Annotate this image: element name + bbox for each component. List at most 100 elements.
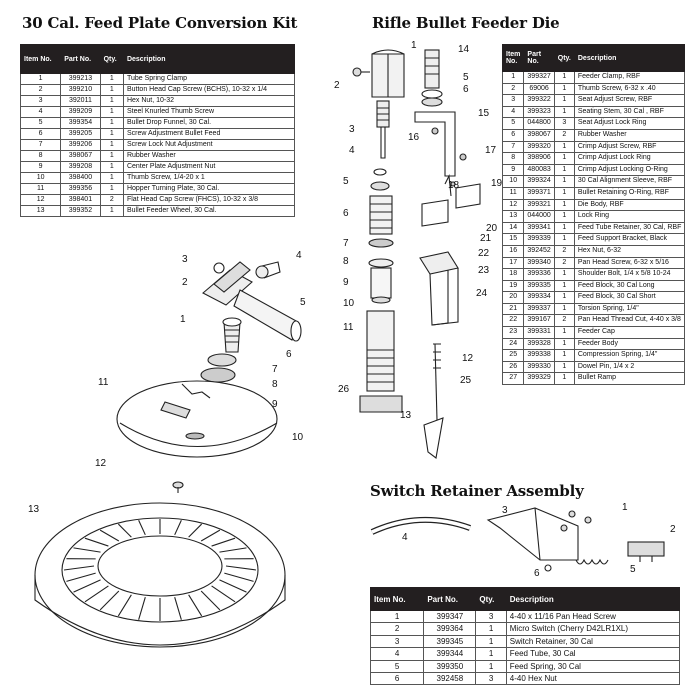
quantity-cell: 1 [475,659,507,674]
item-number-cell: 5 [501,117,525,130]
crimp-adjust-screw-drawing [368,195,394,304]
item-number-cell: 24 [501,337,525,351]
callout-number: 6 [463,84,469,95]
feed-blocks-drawing [421,174,481,227]
quantity-cell: 1 [553,221,575,235]
wheel-slot [73,547,101,553]
callout-number: 2 [334,80,340,91]
feeder-cap-body-drawing [419,251,459,459]
quantity-cell: 1 [553,175,575,188]
column-header: Qty. [553,44,575,72]
callout-number: 13 [28,504,40,515]
item-number-cell: 12 [501,198,525,212]
callout-number: 11 [98,377,109,388]
callout-number: 1 [180,314,186,325]
quantity-cell: 1 [475,634,507,649]
quantity-cell: 3 [475,672,507,686]
wheel-slot [84,537,109,547]
feeder-wheel-slots [63,519,257,621]
quantity-cell: 1 [553,94,575,107]
callout-number: 9 [272,399,278,410]
callout-number: 3 [502,505,508,516]
callout-number: 14 [458,44,470,55]
column-header: Part No. [523,44,555,72]
seat-adjust-screw-drawing [370,100,390,191]
feed-tube-retainer-drawing [421,49,443,107]
description-cell: 4-40 x 11/16 Pan Head Screw [505,609,681,624]
part-number-cell: 399371 [523,186,555,200]
callout-number: 26 [338,384,350,395]
description-cell: Bullet Feeder Wheel, 30 Cal. [122,205,296,217]
item-number-cell: 10 [501,175,525,188]
item-number-cell: 6 [501,128,525,142]
quantity-cell: 1 [553,186,575,200]
wheel-slot [200,590,221,611]
part-number-cell: 044800 [523,117,555,130]
quantity-cell: 1 [475,647,507,661]
quantity-cell: 1 [553,152,575,165]
wheel-slot [224,572,254,582]
item-number-cell: 3 [369,634,425,649]
callout-number: 18 [448,180,460,191]
quantity-cell: 3 [475,609,507,624]
wheel-slot [84,585,109,603]
quantity-cell: 1 [553,372,575,386]
part-number-cell: 399341 [523,221,555,235]
wheel-slot [63,565,95,571]
quantity-cell: 3 [553,117,575,130]
part-number-cell: 480083 [523,163,555,177]
item-number-cell: 7 [501,140,525,154]
feeder-clamp-drawing [352,49,405,98]
callout-number: 19 [491,178,503,189]
wheel-slot [99,590,120,611]
callout-number: 3 [349,124,355,135]
item-number-cell: 6 [369,672,425,686]
wheel-slot [66,572,96,582]
part-number-cell: 399320 [523,140,555,154]
part-number-cell: 398906 [523,152,555,165]
wheel-slot [225,565,257,571]
quantity-cell: 1 [553,210,575,223]
hopper-turning-plate-drawing [116,380,278,493]
callout-number: 12 [95,458,107,469]
item-number-cell: 2 [369,622,425,636]
quantity-cell: 2 [553,128,575,142]
tube-spring-clamp-drawing [202,261,281,306]
callout-number: 1 [411,40,417,51]
description-cell: Crimp Adjust Screw, RBF [573,140,686,154]
item-number-cell: 14 [501,221,525,235]
column-header: Description [505,587,681,611]
part-number-cell: 399339 [523,233,555,246]
callout-number: 8 [272,379,278,390]
switch-retainer-title: Switch Retainer Assembly [370,482,584,500]
quantity-cell: 1 [99,84,124,96]
callout-number: 16 [408,132,420,143]
callout-number: 4 [296,250,302,261]
callout-number: 11 [343,322,354,333]
micro-switch-drawing [627,541,665,562]
description-cell: Bullet Retaining O-Ring, RBF [573,186,686,200]
wheel-slot [174,520,182,536]
callout-number: 1 [622,502,628,513]
description-cell: Micro Switch (Cherry D42LR1XL) [505,622,681,636]
callout-number: 3 [182,254,188,265]
